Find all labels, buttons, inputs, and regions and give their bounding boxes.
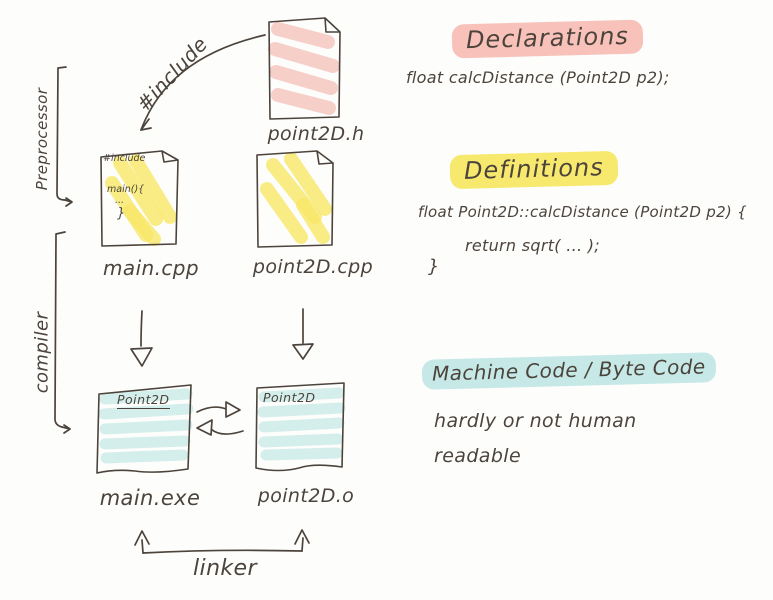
linker-chevron-right-icon [294,529,310,545]
definitions-heading: Definitions [449,150,619,190]
pink-scribble [268,22,340,115]
point2d-o-content: Point2D [263,390,316,405]
linker-bracket [134,529,310,554]
cyan-scribble [98,388,194,464]
main-cpp-code: #include main(){ ... } [103,153,146,222]
declarations-heading: Declarations [451,19,644,59]
link-arrow-right [196,401,241,418]
code-line: #include [103,153,146,164]
code-line: ... [115,194,125,206]
file-main-cpp: #include main(){ ... } [98,149,186,250]
file-point2d-cpp [255,149,339,249]
file-point2d-h [266,16,344,122]
file-label-point2d-cpp: point2D.cpp [252,256,374,278]
document-outline [268,17,341,120]
folded-corner-icon [161,150,179,163]
file-label-main-cpp: main.cpp [103,256,199,280]
machine-code-note-line2: readable [434,445,522,467]
definitions-code-line2: return sqrt( ... ); [465,236,600,255]
declarations-section: Declarations [451,19,644,59]
code-line: } [117,205,126,221]
machine-code-section: Machine Code / Byte Code [421,352,716,390]
document-outline [256,150,334,248]
file-main-exe: Point2D [95,382,195,476]
definitions-code-line3: } [428,256,440,277]
down-arrowhead-icon [130,347,153,367]
code-line: main(){ [107,183,145,195]
file-label-main-exe: main.exe [99,486,201,510]
preprocessor-arrowhead-icon [64,197,73,207]
linker-chevron-left-icon [134,530,150,546]
folded-corner-icon [324,17,340,33]
compiler-bracket [54,231,71,434]
left-arrowhead-icon [196,419,213,436]
main-exe-content: Point2D [117,392,170,409]
machine-code-note-line1: hardly or not human [434,410,637,432]
document-outline [255,382,345,472]
compile-arrow-right [292,308,314,360]
folded-corner-icon [316,150,334,165]
file-label-point2d-o: point2D.o [257,485,355,507]
document-outline [100,150,179,247]
down-arrowhead-icon [292,343,314,360]
preprocessor-stage-label: Preprocessor [33,87,51,191]
file-label-point2d-h: point2D.h [267,123,365,145]
linker-stage-label: linker [193,556,257,581]
cyan-scribble [257,387,346,461]
right-arrowhead-icon [225,401,241,418]
definitions-section: Definitions [449,150,619,190]
yellow-scribble [260,152,332,244]
include-label: #include [131,32,213,116]
machine-code-heading: Machine Code / Byte Code [421,352,716,390]
preprocessor-bracket [56,66,73,207]
declarations-code: float calcDistance (Point2D p2); [406,68,670,87]
compiler-arrowhead-icon [61,424,71,434]
yellow-scribble [105,154,177,246]
link-arrow-left [196,419,244,436]
file-point2d-o: Point2D [254,381,347,473]
compiler-stage-label: compiler [31,311,53,394]
compile-arrow-left [130,310,153,367]
definitions-code-line1: float Point2D::calcDistance (Point2D p2)… [418,203,747,221]
document-outline [96,384,192,474]
